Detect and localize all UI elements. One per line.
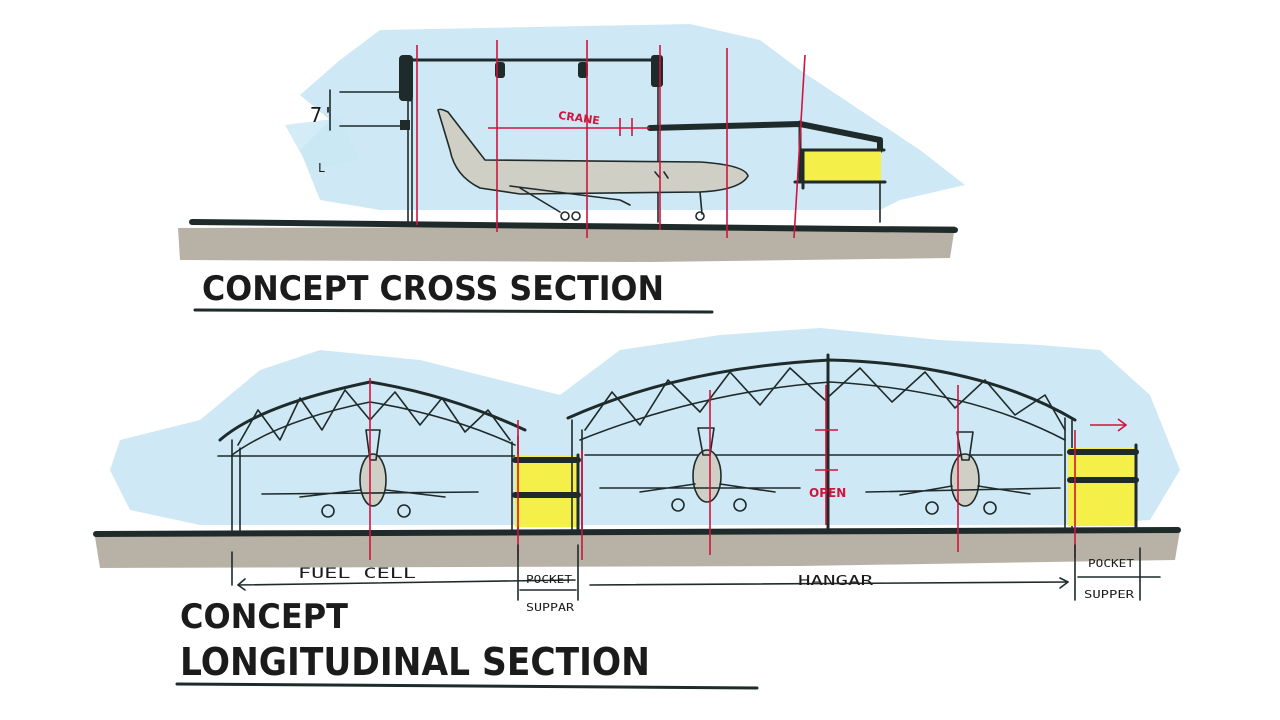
longitudinal-title-line2: LONGITUDINAL SECTION (180, 640, 650, 684)
cross-section: CRANE 7' L CONCEPT CROSS SECTION (178, 24, 965, 314)
pocket-label-2-bottom: SUPPER (1084, 588, 1134, 601)
cross-sky-wash-left (285, 118, 360, 170)
long-red-grid (369, 378, 1076, 560)
cross-aircraft-icon (437, 108, 749, 221)
longitudinal-section: OPEN FUEL CELL HANGAR POCKET SUPPAR POCK… (93, 328, 1181, 690)
pocket-yellow-2 (1068, 448, 1136, 526)
open-label: OPEN (809, 486, 846, 500)
hangar-label: HANGAR (798, 574, 873, 589)
pocket-yellow-1 (515, 455, 577, 527)
longitudinal-title-underline (175, 682, 759, 690)
cross-ground (178, 226, 955, 262)
crane-label: CRANE (557, 109, 600, 128)
cross-red-grid (416, 40, 806, 239)
long-floor-line (93, 527, 1181, 537)
side-mark-label: L (318, 161, 325, 175)
long-ground (95, 530, 1180, 568)
cross-title-underline (193, 308, 714, 314)
pocket-label-2-top: POCKET (1088, 557, 1134, 570)
pocket-label-1-top: POCKET (526, 573, 572, 586)
main-hangar (566, 353, 1077, 531)
aircraft-icon-2 (599, 427, 801, 512)
long-dimension-lines (231, 544, 1161, 601)
fuel-cell-label: FUEL CELL (298, 566, 416, 582)
height-dimension-label: 7' (310, 103, 334, 127)
cross-yellow-block (803, 150, 881, 182)
longitudinal-title-line1: CONCEPT (180, 597, 349, 637)
pocket-label-1-bottom: SUPPAR (526, 601, 574, 614)
cross-floor-line (189, 219, 958, 233)
cross-section-title: CONCEPT CROSS SECTION (202, 269, 664, 309)
